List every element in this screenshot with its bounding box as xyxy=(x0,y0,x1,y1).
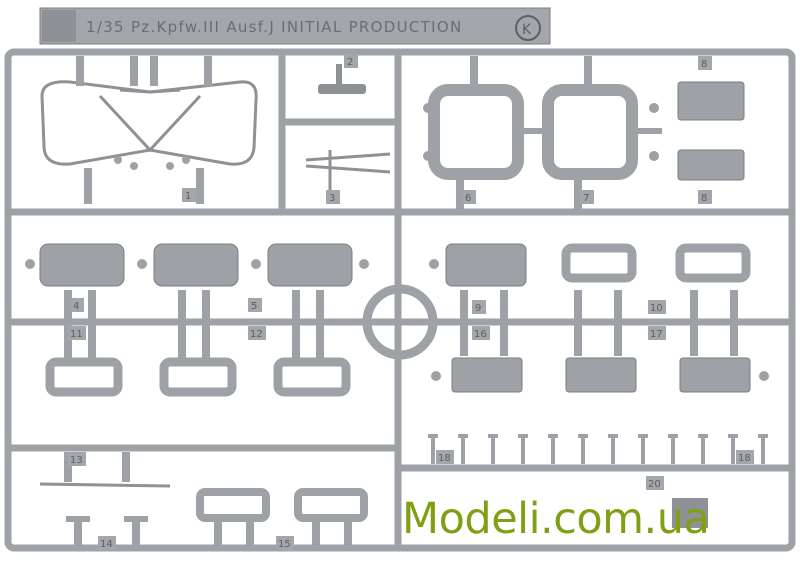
part-number-1: 1 xyxy=(185,191,191,202)
part-number-5: 5 xyxy=(251,301,257,312)
part-number-tag: 7 xyxy=(580,190,594,204)
parts-4-5-blocks xyxy=(39,243,353,287)
part-number-4: 4 xyxy=(73,301,79,312)
part-number-tag: 12 xyxy=(248,326,266,340)
part-number-tag: 11 xyxy=(68,326,86,340)
right-mid-gates xyxy=(429,259,769,381)
part-number-tag: 18 xyxy=(436,450,454,464)
part-6-frame xyxy=(428,84,524,180)
parts-11-12-frames xyxy=(45,357,351,397)
part-number-tag: 18 xyxy=(736,450,754,464)
part-number-13: 13 xyxy=(70,455,83,466)
sprue-title: 1/35 Pz.Kpfw.III Ausf.J INITIAL PRODUCTI… xyxy=(86,18,463,36)
part-number-tag: 3 xyxy=(326,190,340,204)
part-number-3: 3 xyxy=(329,193,335,204)
parts-13-14-gates xyxy=(64,452,148,546)
sprue-letter-badge xyxy=(515,15,541,41)
part-number-18: 18 xyxy=(438,453,451,464)
part-number-tag: 20 xyxy=(646,476,664,490)
part-number-2: 2 xyxy=(347,57,353,68)
part-number-11: 11 xyxy=(70,329,83,340)
part-number-17: 17 xyxy=(650,329,663,340)
part-number-8: 8 xyxy=(701,59,707,70)
part-number-18b: 18 xyxy=(738,453,751,464)
part-number-8b: 8 xyxy=(701,193,707,204)
part-18-pins xyxy=(428,434,768,464)
part-number-20: 20 xyxy=(648,479,661,490)
sprue-frame xyxy=(4,48,796,552)
central-ring xyxy=(362,284,438,360)
part-number-tag: 17 xyxy=(648,326,666,340)
part-number-tag: 8 xyxy=(698,56,712,70)
part-number-14: 14 xyxy=(100,539,113,550)
part-20-box xyxy=(672,498,708,528)
part-number-tag: 6 xyxy=(462,190,476,204)
part-number-tag: 8 xyxy=(698,190,712,204)
part-3-rods xyxy=(305,150,391,196)
part-number-10: 10 xyxy=(650,303,663,314)
part-number-tag: 2 xyxy=(344,54,358,68)
part-number-12: 12 xyxy=(250,329,263,340)
header-plate xyxy=(39,7,551,45)
part-number-tag: 5 xyxy=(248,298,262,312)
part-15-frames xyxy=(196,488,368,522)
left-mid-gates xyxy=(25,259,369,360)
part-number-tag: 16 xyxy=(472,326,490,340)
part-number-9: 9 xyxy=(475,303,481,314)
parts-6-7-gates xyxy=(423,56,662,210)
part-9-block xyxy=(445,243,527,287)
part-number-tag: 13 xyxy=(68,452,86,466)
part-10-frames xyxy=(561,243,751,283)
part-2-rod xyxy=(318,64,366,94)
part-13-rod xyxy=(39,482,171,488)
part-number-tag: 14 xyxy=(98,536,116,550)
part-number-16: 16 xyxy=(474,329,487,340)
part-number-tag: 4 xyxy=(70,298,84,312)
part-number-7: 7 xyxy=(583,193,589,204)
part-number-tag: 9 xyxy=(472,300,486,314)
part-1-studs xyxy=(76,56,212,204)
part-8-blocks xyxy=(677,81,745,181)
watermark-text: Modeli.com.ua xyxy=(402,494,710,544)
part-number-tag: 15 xyxy=(276,536,294,550)
part-number-tag: 10 xyxy=(648,300,666,314)
part-number-15: 15 xyxy=(278,539,291,550)
part-15-gates xyxy=(214,520,352,546)
part-1-bracket xyxy=(40,80,258,166)
part-17-blocks xyxy=(451,357,751,393)
part-number-tag: 1 xyxy=(182,188,196,202)
part-number-6: 6 xyxy=(465,193,471,204)
logo-emblem xyxy=(42,10,76,42)
